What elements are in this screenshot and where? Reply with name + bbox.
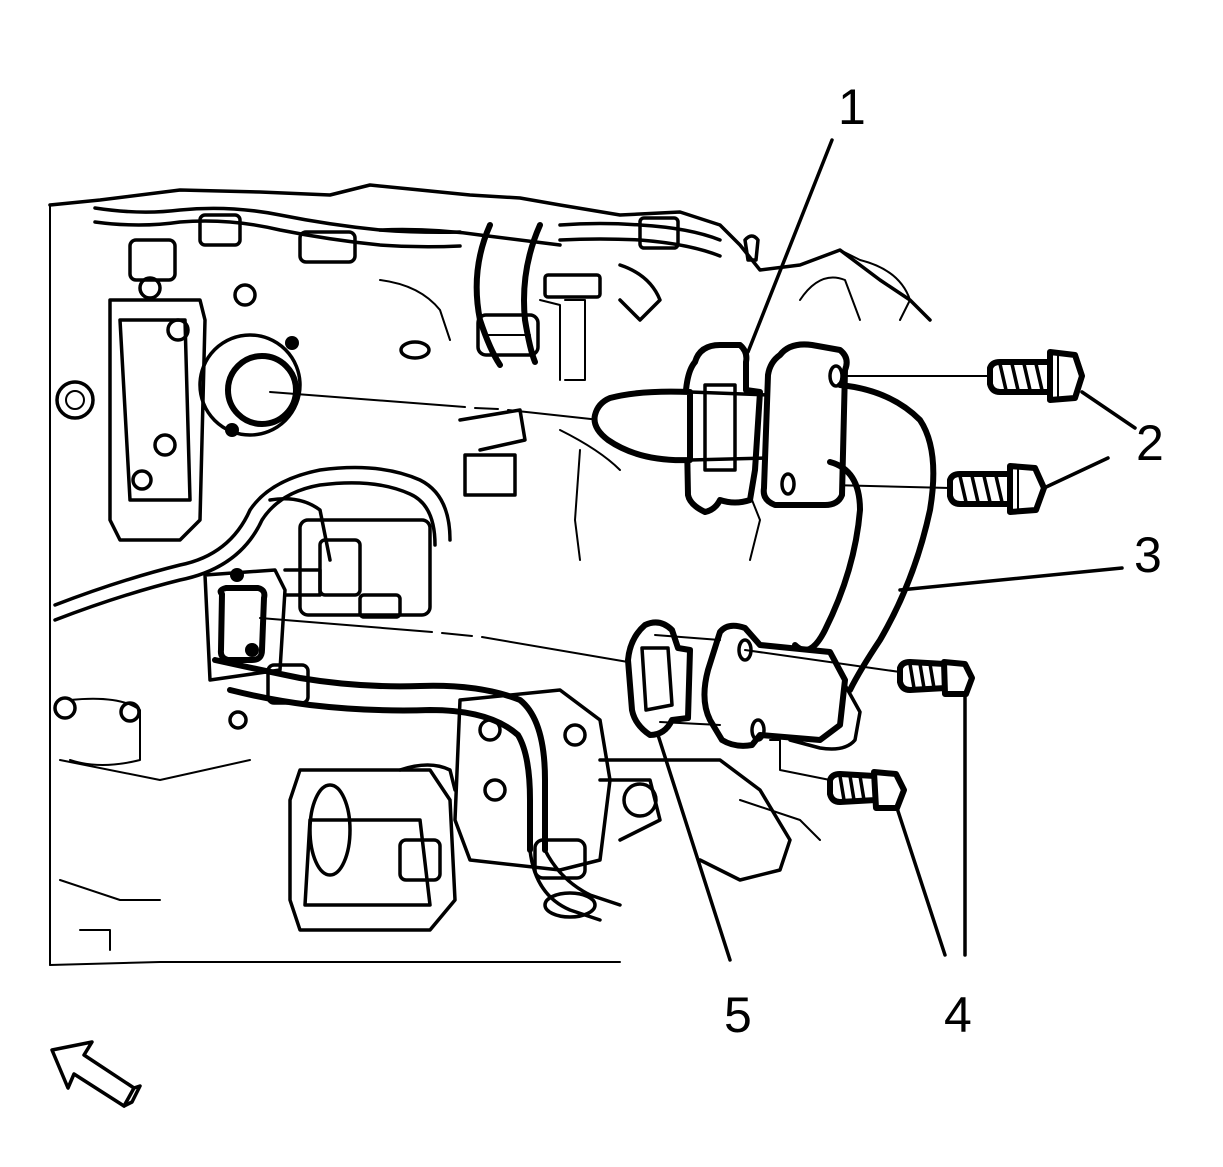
bolt-4-upper xyxy=(897,659,975,697)
alignment-line-bolt-4a xyxy=(744,649,901,673)
bolt-2-upper xyxy=(987,349,1085,403)
callout-5: 5 xyxy=(724,987,752,1043)
alignment-line-upper xyxy=(269,391,466,408)
leader-2b xyxy=(1042,456,1110,490)
leader-5 xyxy=(656,733,732,962)
lower-gasket xyxy=(625,619,693,738)
alignment-line-bolt-4b xyxy=(769,739,831,781)
view-direction-arrow-icon xyxy=(50,1040,142,1108)
callout-2: 2 xyxy=(1136,415,1164,471)
exploded-parts xyxy=(259,341,1085,811)
bolt-4-lower xyxy=(827,769,907,811)
leader-4b xyxy=(895,806,947,957)
callout-4: 4 xyxy=(944,987,972,1043)
lower-flange xyxy=(701,622,848,749)
leader-3 xyxy=(898,566,1124,592)
callout-3: 3 xyxy=(1134,527,1162,583)
callout-1: 1 xyxy=(838,79,866,135)
engine-background xyxy=(48,183,932,966)
upper-gasket xyxy=(683,342,763,515)
leader-2a xyxy=(1080,390,1137,430)
coolant-pipe xyxy=(837,382,937,693)
leader-1 xyxy=(746,138,834,354)
pipe-nose xyxy=(591,388,693,464)
leader-lines xyxy=(656,138,1137,962)
alignment-line-lower xyxy=(259,617,433,633)
bolt-2-lower xyxy=(947,463,1047,515)
callout-labels: 1 2 3 4 5 xyxy=(724,79,1164,1043)
upper-flange xyxy=(760,341,850,508)
